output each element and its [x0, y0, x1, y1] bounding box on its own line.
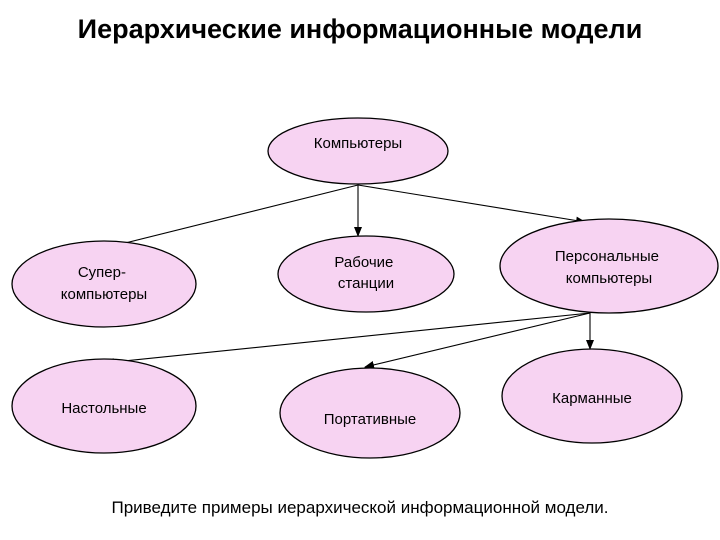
- node-workstations-line-1: Рабочие: [334, 254, 393, 271]
- node-supercomputers-ellipse: [11, 240, 197, 328]
- node-personal-line-2: компьютеры: [566, 270, 652, 287]
- node-desktop-label: Настольные: [61, 400, 146, 417]
- node-computers-ellipse: [267, 117, 449, 185]
- node-pocket-line-1: Карманные: [552, 390, 632, 407]
- node-pocket-label: Карманные: [552, 390, 632, 407]
- node-portable-ellipse: [279, 367, 461, 459]
- slide-title: Иерархические информационные модели: [77, 14, 643, 44]
- node-supercomputers-line-1: Супер-: [78, 264, 126, 281]
- node-desktop: Настольные: [11, 358, 197, 454]
- node-personal: Персональные компьютеры: [499, 218, 719, 314]
- node-supercomputers: Супер- компьютеры: [11, 240, 197, 328]
- node-workstations-line-2: станции: [338, 275, 394, 292]
- node-portable: Портативные: [279, 367, 461, 459]
- node-desktop-ellipse: [11, 358, 197, 454]
- node-personal-label: Персональные компьютеры: [555, 248, 663, 287]
- node-desktop-line-1: Настольные: [61, 400, 146, 417]
- node-pocket-ellipse: [501, 348, 683, 444]
- footer-prompt: Приведите примеры иерархической информац…: [111, 498, 609, 517]
- node-portable-line-1: Портативные: [324, 411, 416, 428]
- node-computers-line-1: Компьютеры: [314, 135, 402, 152]
- node-workstations-label: Рабочие станции: [334, 254, 397, 292]
- edge-personal-desktop: [104, 312, 591, 367]
- node-computers: Компьютеры: [267, 117, 449, 185]
- node-workstations-ellipse: [277, 235, 455, 313]
- edge-computers-supercomputers: [104, 184, 359, 250]
- node-portable-label: Портативные: [324, 411, 416, 428]
- edges-layer: [104, 184, 594, 369]
- node-workstations: Рабочие станции: [277, 235, 455, 313]
- edge-computers-personal: [357, 184, 586, 225]
- node-supercomputers-label: Супер- компьютеры: [61, 264, 147, 303]
- node-supercomputers-line-2: компьютеры: [61, 286, 147, 303]
- node-computers-label: Компьютеры: [314, 135, 402, 152]
- node-pocket: Карманные: [501, 348, 683, 444]
- edge-personal-portable: [364, 312, 591, 369]
- node-personal-line-1: Персональные: [555, 248, 659, 265]
- node-personal-ellipse: [499, 218, 719, 314]
